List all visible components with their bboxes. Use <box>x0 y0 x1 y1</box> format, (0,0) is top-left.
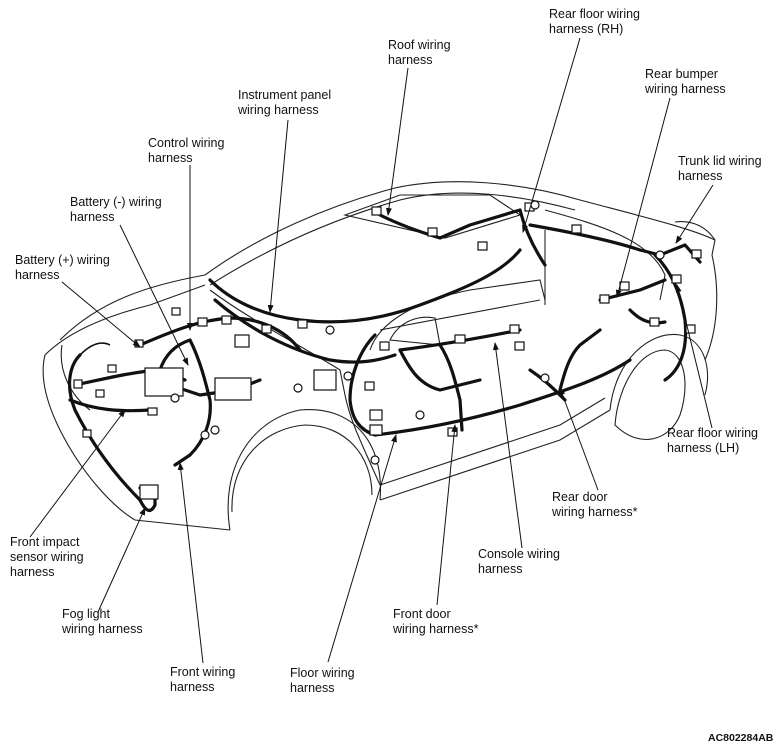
car-body <box>42 181 718 531</box>
label-line: Floor wiring <box>290 666 355 680</box>
label-line: Rear bumper <box>645 67 718 81</box>
label-line: Battery (+) wiring <box>15 253 110 267</box>
label-line: harness <box>170 680 215 694</box>
leader-lines <box>29 37 714 664</box>
label-line: wiring harness* <box>552 505 638 519</box>
label-fog-light-harness: Fog light wiring harness <box>62 607 143 637</box>
label-line: Rear door <box>552 490 608 504</box>
label-line: Fog light <box>62 607 110 621</box>
label-line: Roof wiring <box>388 38 451 52</box>
label-line: harness (RH) <box>549 22 624 36</box>
label-line: Battery (-) wiring <box>70 195 162 209</box>
figure-code: AC802284AB <box>708 732 774 744</box>
label-front-door-harness: Front door wiring harness* <box>393 607 478 637</box>
label-line: harness <box>15 268 60 282</box>
wiring-harnesses <box>67 208 702 513</box>
label-front-impact-harness: Front impact sensor wiring harness <box>10 535 84 580</box>
label-rear-door-harness: Rear door wiring harness* <box>552 490 637 520</box>
label-line: harness <box>10 565 55 579</box>
label-line: harness (LH) <box>667 441 740 455</box>
label-battery-neg-harness: Battery (-) wiring harness <box>70 195 162 225</box>
label-line: wiring harness* <box>393 622 479 636</box>
label-line: wiring harness <box>62 622 143 636</box>
label-line: wiring harness <box>645 82 726 96</box>
label-floor-harness: Floor wiring harness <box>290 666 355 696</box>
label-line: Instrument panel <box>238 88 332 102</box>
label-rear-floor-rh-harness: Rear floor wiring harness (RH) <box>549 7 640 37</box>
label-instrument-panel-harness: Instrument panel wiring harness <box>238 88 331 118</box>
label-battery-pos-harness: Battery (+) wiring harness <box>15 253 110 283</box>
label-line: harness <box>70 210 115 224</box>
label-line: Rear floor wiring <box>667 426 759 440</box>
label-line: Control wiring <box>148 136 225 150</box>
label-console-harness: Console wiring harness <box>478 547 560 577</box>
label-control-harness: Control wiring harness <box>148 136 224 166</box>
label-line: harness <box>148 151 193 165</box>
label-line: Front door <box>393 607 451 621</box>
label-line: Rear floor wiring <box>549 7 641 21</box>
label-trunk-lid-harness: Trunk lid wiring harness <box>678 154 762 184</box>
label-rear-floor-lh-harness: Rear floor wiring harness (LH) <box>667 426 758 456</box>
label-line: Front wiring <box>170 665 236 679</box>
label-line: Console wiring <box>478 547 560 561</box>
label-line: harness <box>478 562 523 576</box>
label-line: harness <box>388 53 433 67</box>
label-roof-harness: Roof wiring harness <box>388 38 451 68</box>
label-line: Front impact <box>10 535 80 549</box>
label-line: Trunk lid wiring <box>678 154 762 168</box>
label-line: wiring harness <box>238 103 319 117</box>
connectors <box>73 200 702 500</box>
label-line: harness <box>678 169 723 183</box>
label-front-harness: Front wiring harness <box>170 665 235 695</box>
label-line: sensor wiring <box>10 550 84 564</box>
label-rear-bumper-harness: Rear bumper wiring harness <box>645 67 726 97</box>
label-line: harness <box>290 681 335 695</box>
